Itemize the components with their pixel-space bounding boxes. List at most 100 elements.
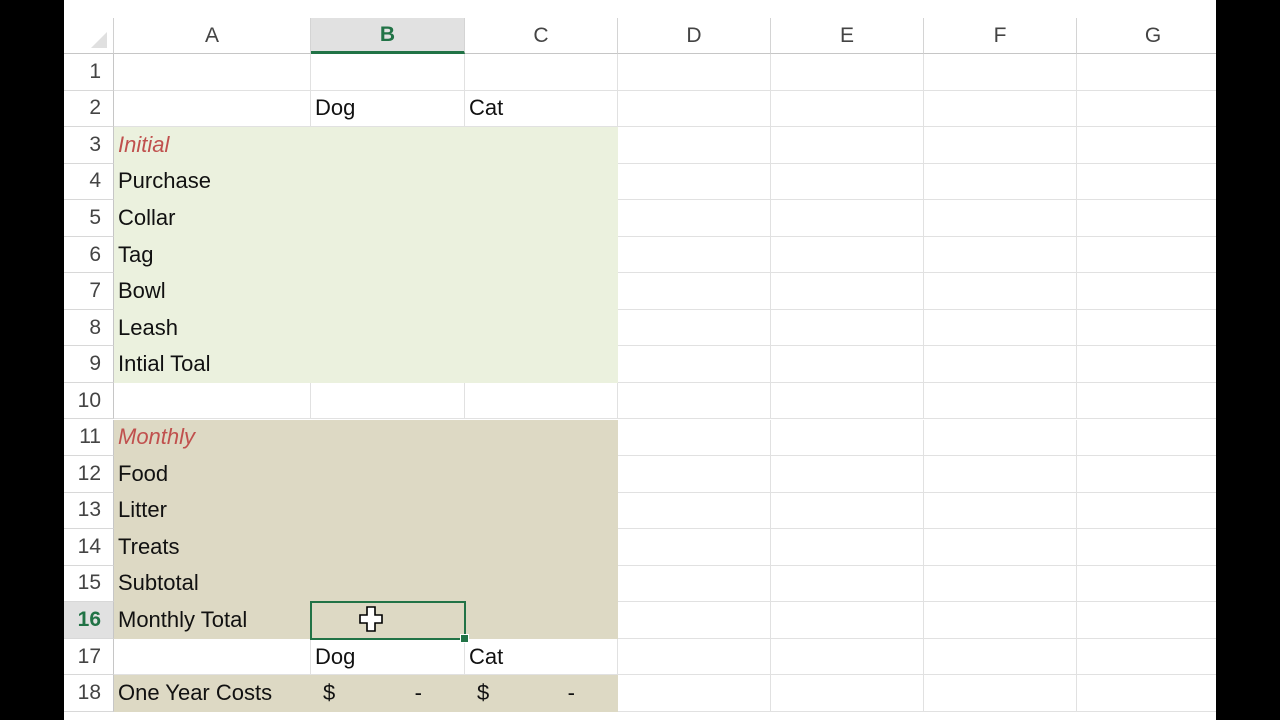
cell-b18[interactable]: $-: [311, 675, 465, 712]
cell-f2[interactable]: [924, 90, 1077, 128]
cell-d7[interactable]: [618, 273, 771, 310]
cell-c10[interactable]: [465, 382, 618, 420]
cell-c16[interactable]: [465, 602, 618, 639]
cell-d14[interactable]: [618, 529, 771, 566]
cell-d8[interactable]: [618, 309, 771, 347]
cell-a5[interactable]: Collar: [114, 200, 311, 237]
cell-g2[interactable]: [1077, 91, 1216, 128]
cell-f15[interactable]: [924, 565, 1077, 603]
cell-d15[interactable]: [618, 565, 771, 603]
cell-d2[interactable]: [618, 90, 771, 128]
row-header-9[interactable]: 9: [64, 346, 114, 383]
cell-c7[interactable]: [465, 273, 618, 310]
cell-b15[interactable]: [311, 565, 465, 603]
cell-f18[interactable]: [924, 675, 1077, 712]
cell-g13[interactable]: [1077, 493, 1216, 530]
cell-b4[interactable]: [311, 163, 465, 201]
row-header-4[interactable]: 4: [64, 163, 114, 201]
cell-f3[interactable]: [924, 127, 1077, 164]
cell-b13[interactable]: [311, 492, 465, 530]
cell-a14[interactable]: Treats: [114, 529, 311, 566]
row-header-5[interactable]: 5: [64, 200, 114, 237]
cell-c5[interactable]: [465, 200, 618, 237]
cell-e16[interactable]: [771, 602, 924, 639]
cell-d6[interactable]: [618, 236, 771, 274]
cell-g18[interactable]: [1077, 675, 1216, 712]
cell-c11[interactable]: [465, 419, 618, 457]
cell-g6[interactable]: [1077, 237, 1216, 274]
cell-c3[interactable]: [465, 127, 618, 164]
cell-d11[interactable]: [618, 419, 771, 457]
row-header-12[interactable]: 12: [64, 456, 114, 493]
cell-c12[interactable]: [465, 456, 618, 493]
cell-b9[interactable]: [311, 346, 465, 383]
cell-d17[interactable]: [618, 638, 771, 676]
row-header-11[interactable]: 11: [64, 419, 114, 457]
cell-c8[interactable]: [465, 309, 618, 347]
cell-e10[interactable]: [771, 382, 924, 420]
cell-c14[interactable]: [465, 529, 618, 566]
cell-e18[interactable]: [771, 675, 924, 712]
cell-c17[interactable]: Cat: [465, 638, 618, 676]
row-header-3[interactable]: 3: [64, 127, 114, 164]
cell-f14[interactable]: [924, 529, 1077, 566]
column-header-f[interactable]: F: [924, 18, 1077, 54]
cell-f9[interactable]: [924, 346, 1077, 383]
cell-f16[interactable]: [924, 602, 1077, 639]
cell-c18[interactable]: $-: [465, 675, 618, 712]
cell-a18[interactable]: One Year Costs: [114, 675, 311, 712]
cell-d3[interactable]: [618, 127, 771, 164]
cell-f6[interactable]: [924, 236, 1077, 274]
cell-b1[interactable]: [311, 54, 465, 91]
cell-f10[interactable]: [924, 382, 1077, 420]
cell-e5[interactable]: [771, 200, 924, 237]
select-all-corner[interactable]: [64, 18, 114, 54]
cell-g7[interactable]: [1077, 273, 1216, 310]
cell-f11[interactable]: [924, 419, 1077, 457]
cell-g5[interactable]: [1077, 200, 1216, 237]
cell-b12[interactable]: [311, 456, 465, 493]
cell-d13[interactable]: [618, 492, 771, 530]
row-header-6[interactable]: 6: [64, 236, 114, 274]
cell-e4[interactable]: [771, 163, 924, 201]
cell-b10[interactable]: [311, 382, 465, 420]
cell-e9[interactable]: [771, 346, 924, 383]
cell-a4[interactable]: Purchase: [114, 163, 311, 201]
cell-g4[interactable]: [1077, 164, 1216, 201]
row-header-8[interactable]: 8: [64, 309, 114, 347]
row-header-1[interactable]: 1: [64, 54, 114, 91]
cell-c4[interactable]: [465, 163, 618, 201]
cell-f12[interactable]: [924, 456, 1077, 493]
cell-g11[interactable]: [1077, 420, 1216, 457]
cell-g17[interactable]: [1077, 639, 1216, 676]
cell-d5[interactable]: [618, 200, 771, 237]
cell-a11[interactable]: Monthly: [114, 419, 311, 457]
column-header-c[interactable]: C: [465, 18, 618, 54]
cell-a16[interactable]: Monthly Total: [114, 602, 311, 639]
cell-b6[interactable]: [311, 236, 465, 274]
cell-c9[interactable]: [465, 346, 618, 383]
column-header-e[interactable]: E: [771, 18, 924, 54]
cell-a17[interactable]: [114, 638, 311, 676]
cell-a6[interactable]: Tag: [114, 236, 311, 274]
cell-a7[interactable]: Bowl: [114, 273, 311, 310]
cell-c1[interactable]: [465, 54, 618, 91]
cell-g8[interactable]: [1077, 310, 1216, 347]
cell-c15[interactable]: [465, 565, 618, 603]
cell-f1[interactable]: [924, 54, 1077, 91]
cell-g1[interactable]: [1077, 54, 1216, 91]
cell-f7[interactable]: [924, 273, 1077, 310]
cell-g3[interactable]: [1077, 127, 1216, 164]
cell-e15[interactable]: [771, 565, 924, 603]
row-header-15[interactable]: 15: [64, 565, 114, 603]
column-header-g[interactable]: G: [1077, 18, 1216, 54]
cell-e13[interactable]: [771, 492, 924, 530]
cell-f4[interactable]: [924, 163, 1077, 201]
cell-d9[interactable]: [618, 346, 771, 383]
column-header-b[interactable]: B: [311, 18, 465, 54]
row-header-2[interactable]: 2: [64, 90, 114, 128]
cell-d1[interactable]: [618, 54, 771, 91]
cell-g16[interactable]: [1077, 602, 1216, 639]
cell-d16[interactable]: [618, 602, 771, 639]
cell-c6[interactable]: [465, 236, 618, 274]
